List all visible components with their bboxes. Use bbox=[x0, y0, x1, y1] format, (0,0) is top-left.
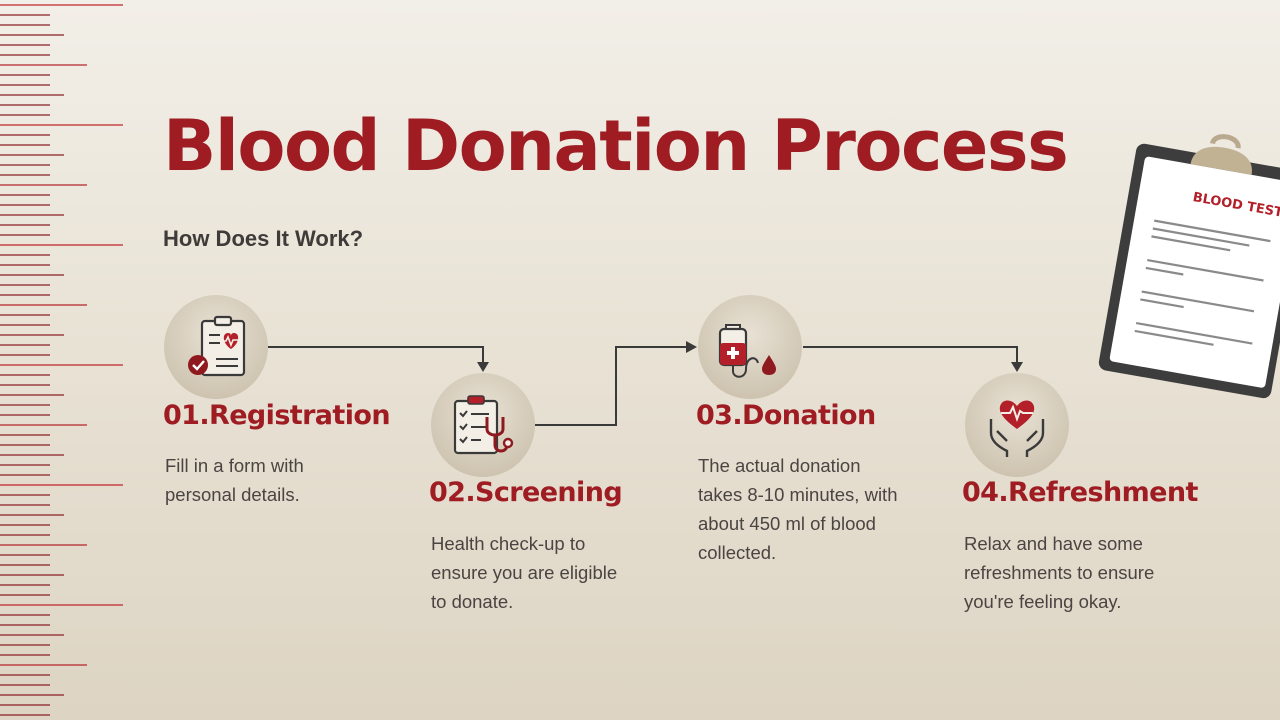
step-4-line-3: you're feeling okay. bbox=[964, 591, 1122, 612]
step-2-line-1: Health check-up to bbox=[431, 533, 586, 554]
step-4-icon-circle bbox=[965, 373, 1069, 477]
step-4-heading: 04.Refreshment bbox=[962, 477, 1198, 508]
checklist-stethoscope-icon bbox=[453, 395, 514, 455]
step-2-description: Health check-up to ensure you are eligib… bbox=[431, 529, 617, 616]
blood-bag-icon bbox=[718, 324, 776, 378]
step-4-line-1: Relax and have some bbox=[964, 533, 1143, 554]
connector-2-3 bbox=[535, 346, 692, 426]
connector-1-2 bbox=[268, 346, 484, 368]
page-title: Blood Donation Process bbox=[163, 105, 1069, 187]
step-3-line-2: takes 8-10 minutes, with bbox=[698, 484, 898, 505]
clipboard-illustration: BLOOD TEST bbox=[1098, 134, 1280, 399]
step-3-line-4: collected. bbox=[698, 542, 777, 563]
step-1-line-1: Fill in a form with bbox=[165, 455, 304, 476]
arrowhead-1-2 bbox=[477, 362, 489, 372]
clipboard-heart-icon bbox=[188, 315, 246, 377]
step-1-icon-circle bbox=[164, 295, 268, 399]
page-subtitle: How Does It Work? bbox=[163, 226, 364, 251]
step-2-heading: 02.Screening bbox=[429, 477, 623, 508]
step-2-icon-circle bbox=[431, 373, 535, 477]
step-4-line-2: refreshments to ensure bbox=[964, 562, 1155, 583]
step-1-line-2: personal details. bbox=[165, 484, 300, 505]
ruler-decoration bbox=[0, 4, 123, 716]
connector-3-4 bbox=[803, 346, 1018, 368]
step-1-description: Fill in a form with personal details. bbox=[165, 451, 304, 509]
arrowhead-2-3 bbox=[686, 341, 697, 353]
step-2-line-3: to donate. bbox=[431, 591, 514, 612]
step-4-description: Relax and have some refreshments to ensu… bbox=[964, 529, 1154, 616]
step-1-heading: 01.Registration bbox=[163, 400, 391, 431]
hands-heart-icon bbox=[989, 400, 1045, 457]
arrowhead-3-4 bbox=[1011, 362, 1023, 372]
step-3-line-1: The actual donation bbox=[698, 455, 861, 476]
step-2-line-2: ensure you are eligible bbox=[431, 562, 618, 583]
step-3-icon-circle bbox=[698, 295, 802, 399]
step-3-description: The actual donation takes 8-10 minutes, … bbox=[698, 451, 897, 567]
step-3-heading: 03.Donation bbox=[696, 400, 876, 431]
step-3-line-3: about 450 ml of blood bbox=[698, 513, 876, 534]
